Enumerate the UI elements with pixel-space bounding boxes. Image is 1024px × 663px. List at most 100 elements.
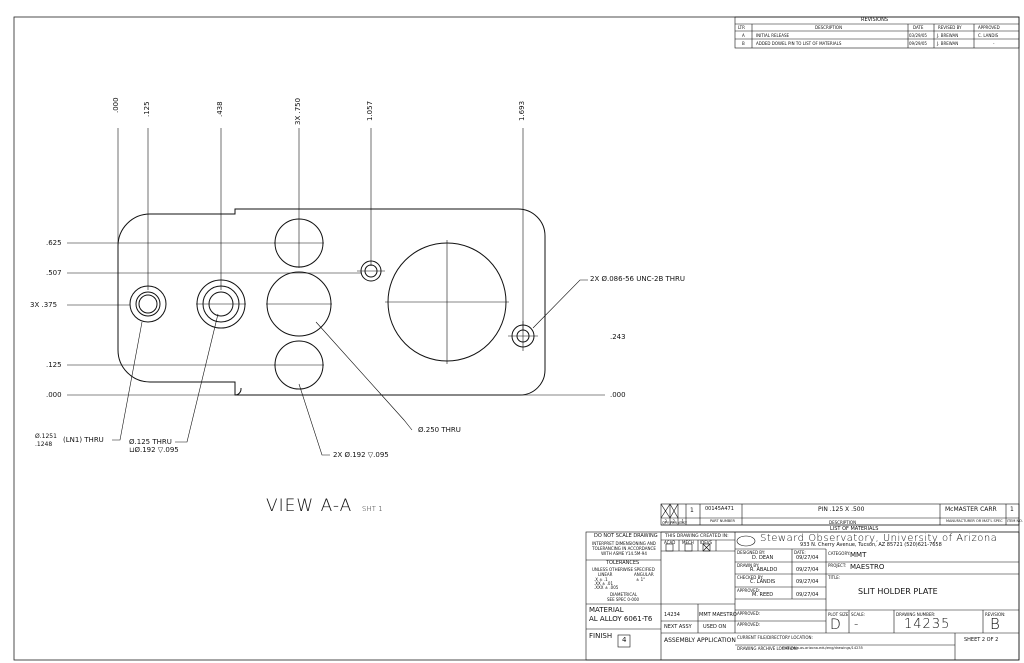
plot-size-value: D	[830, 617, 841, 633]
drawing-number-label: DRAWING NUMBER:	[896, 612, 936, 617]
sig-checked-name: C. LANDIS	[750, 579, 776, 585]
dim-top-1057: 1.057	[366, 100, 374, 121]
archive-value: http://sbo.as.arizona.edu/eng/drawings/1…	[782, 646, 863, 650]
callout-ln1-b: .1248	[35, 441, 53, 448]
sig-checked-label: CHECKED BY:	[737, 575, 764, 580]
rev-row-b-desc: ADDED DOWEL PIN TO LIST OF MATERIALS	[756, 41, 842, 46]
rev-header-desc: DESCRIPTION	[815, 25, 843, 30]
revisions-title: REVISIONS	[861, 17, 889, 23]
callout-250: Ø.250 THRU	[418, 426, 461, 434]
dim-right-243: .243	[610, 333, 626, 341]
bom-qty-col-3: -3	[663, 519, 667, 524]
rev-header-date: DATE	[913, 25, 924, 30]
sig-drawn-name: R. ABALDO	[750, 567, 778, 573]
tol-diametrical: DIAMETRICAL	[610, 592, 638, 597]
drawing-number-value: 14235	[904, 617, 951, 632]
sig-approved-label: APPROVED:	[737, 588, 761, 593]
bom-qty-col-2: -2	[671, 519, 675, 524]
current-file-label: CURRENT FILE/DIRECTORY LOCATION:	[737, 635, 813, 640]
sheet-border	[13, 16, 1020, 661]
project-label: PROJECT:	[828, 563, 847, 568]
center-marks	[196, 218, 538, 366]
interpret-note: INTERPRET DIMENSIONING AND TOLERANCING I…	[592, 541, 656, 556]
sig-drawn-label: DRAWN BY:	[737, 563, 760, 568]
created-acad: ACAD	[664, 540, 676, 545]
rev-row-a-by: J. BREWAN	[937, 33, 959, 38]
tol-angular: ANGULAR	[634, 572, 654, 577]
sig-checked-date: 09/27/04	[796, 579, 819, 585]
rev-row-a-ltr: A	[742, 33, 745, 38]
rev-row-b-by: J. BREWAN	[937, 41, 959, 46]
bom-description-label: DESCRIPTION	[829, 520, 857, 525]
organization-address: 933 N. Cherry Avenue, Tucson, AZ 85721 (…	[800, 542, 942, 548]
bom-item-label: ITEM NO.	[1007, 519, 1023, 523]
callout-tap: 2X Ø.086-56 UNC-2B THRU	[590, 275, 686, 283]
created-idevs: IDEVS	[700, 540, 713, 545]
finish-label: FINISH	[589, 632, 613, 640]
dim-top-438: .438	[216, 101, 224, 117]
revision-value: B	[990, 615, 1000, 633]
used-on-label: USED ON	[703, 624, 727, 630]
bom-description: PIN .125 X .500	[818, 506, 865, 513]
callout-ln1-a: Ø.1251	[35, 433, 57, 440]
dim-left-375: 3X .375	[30, 301, 58, 309]
revision-label: REVISION:	[985, 612, 1006, 617]
callout-192: 2X Ø.192 ▽.095	[333, 451, 389, 459]
bom-part-number-label: PART NUMBER	[710, 519, 735, 523]
plot-size-label: PLOT SIZE	[828, 612, 849, 617]
title-label: TITLE:	[828, 575, 841, 580]
bom-qty-col-1: -1	[680, 519, 684, 524]
rev-header-ltr: LTR	[738, 25, 745, 30]
bom-vendor-label: MANUFACTURER OR MAT'L SPEC	[946, 519, 1003, 523]
dim-left-125: .125	[46, 361, 62, 369]
next-assy-number: 14234	[664, 612, 680, 618]
callout-ln1-c: (LN1) THRU	[63, 436, 104, 444]
project-value: MAESTRO	[850, 563, 885, 571]
material-label: MATERIAL	[589, 606, 624, 614]
bom-vendor: McMASTER CARR	[945, 506, 997, 513]
rev-row-b-date: 09/29/05	[909, 41, 927, 46]
assembly-application-label: ASSEMBLY APPLICATION	[664, 637, 736, 644]
pin-hole-counterbore	[129, 285, 167, 323]
rev-row-a-desc: INITIAL RELEASE	[756, 33, 790, 38]
dim-top-125: .125	[143, 101, 151, 117]
sig-designed-name: D. DEAN	[752, 555, 774, 561]
bom-item: 1	[1010, 506, 1014, 513]
rev-header-approved: APPROVED	[978, 25, 1000, 30]
next-assy-project: MMT MAESTRO	[699, 612, 737, 618]
sig-designed-label: DESIGNED BY:	[737, 550, 766, 555]
sig-approved-date: 09/27/04	[796, 592, 819, 598]
tolerances-heading: TOLERANCES	[606, 560, 640, 566]
sheet-number: SHEET 2 OF 2	[964, 637, 999, 643]
rev-row-a-approved: C. LANDIS	[978, 33, 999, 38]
finish-value: 4	[622, 636, 627, 644]
rev-row-b-approved: -	[993, 41, 995, 46]
extension-lines	[67, 128, 605, 396]
rev-row-a-date: 03/29/05	[909, 33, 927, 38]
dim-top-000: .000	[112, 97, 120, 113]
next-assy-label: NEXT ASSY	[664, 624, 692, 630]
category-label: CATEGORY:	[828, 551, 851, 556]
created-in-title: THIS DRAWING CREATED IN:	[665, 534, 729, 539]
sig-approved-name: M. REED	[752, 592, 774, 598]
sig-approved-3-label: APPROVED:	[737, 622, 761, 627]
view-sheet-label: SHT 1	[362, 505, 383, 513]
dim-left-507: .507	[46, 269, 62, 277]
rev-row-b-ltr: B	[742, 41, 745, 46]
do-not-scale: DO NOT SCALE DRAWING	[594, 533, 658, 539]
bom-qty: 1	[690, 507, 694, 514]
view-label: VIEW A-A	[266, 496, 353, 516]
bom-qty-label: QTY PER ASSY	[662, 521, 687, 525]
tol-linear: LINEAR	[598, 572, 613, 577]
scale-value: -	[854, 617, 859, 631]
callout-125-a: Ø.125 THRU	[129, 438, 172, 446]
material-value: AL ALLOY 6061-T6	[589, 615, 653, 623]
sig-designed-date: 09/27/04	[796, 555, 819, 561]
sig-approved-2-label: APPROVED:	[737, 611, 761, 616]
tol-ang: ± 1°	[636, 577, 646, 582]
organization-name: Steward Observatory, University of Arizo…	[760, 533, 998, 544]
bom-title: LIST OF MATERIALS	[830, 526, 879, 532]
bom-part-number: 00145A471	[705, 506, 734, 512]
scale-label: SCALE:	[851, 612, 866, 617]
